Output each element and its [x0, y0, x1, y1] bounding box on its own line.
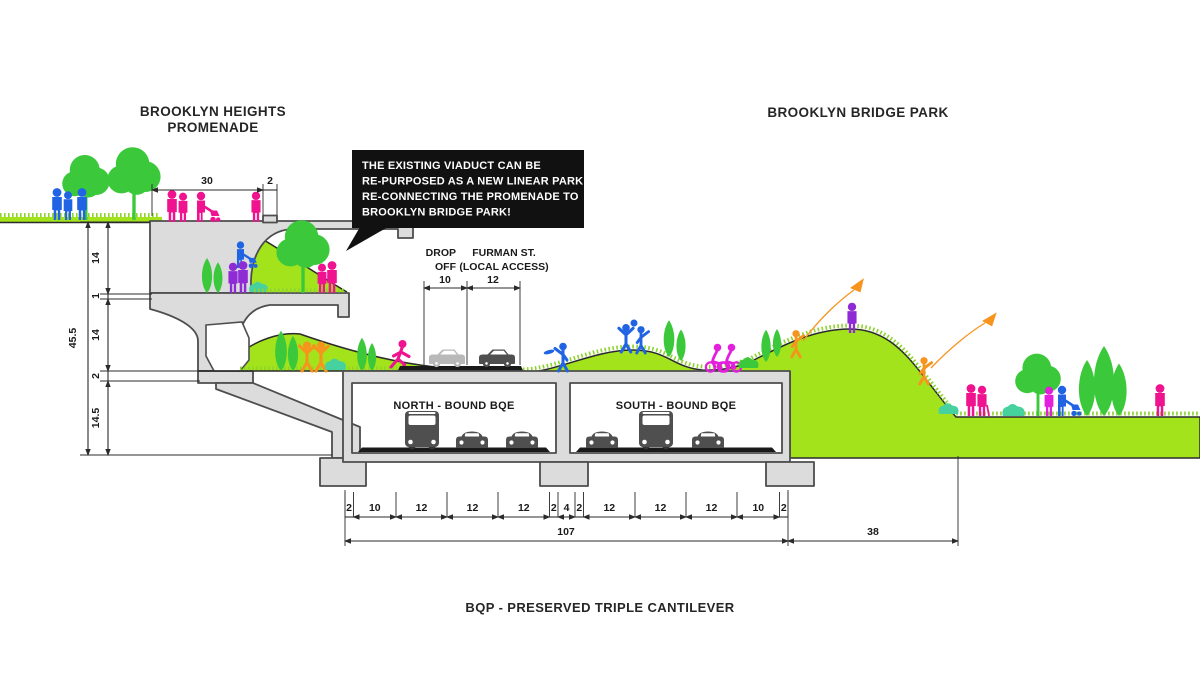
- furman-street: [397, 281, 524, 373]
- park-figures: [543, 278, 1165, 418]
- center-footing: [539, 461, 589, 487]
- promenade-figures: [167, 190, 346, 295]
- tree-icon: [1013, 352, 1063, 418]
- dim-lane: 10: [369, 502, 381, 514]
- speech-bubble: THE EXISTING VIADUCT CAN BE RE-PURPOSED …: [346, 150, 587, 251]
- dim-lane: 4: [564, 502, 570, 514]
- ball-icon: [630, 319, 638, 327]
- car-icon: [456, 431, 488, 448]
- car-icon: [429, 349, 465, 368]
- bubble-line-1: THE EXISTING VIADUCT CAN BE: [362, 160, 541, 172]
- bubble-line-2: RE-PURPOSED AS A NEW LINEAR PARK,: [362, 176, 587, 188]
- furman-label-1: FURMAN ST.: [472, 247, 536, 259]
- dim-promenade-edge: 2: [267, 175, 273, 187]
- dim-lane: 2: [781, 502, 787, 514]
- south-tunnel-label: SOUTH - BOUND BQE: [616, 400, 737, 412]
- stem-leg: [215, 382, 361, 459]
- car-icon: [586, 431, 618, 448]
- drop-off-label-1: DROP: [426, 247, 456, 259]
- dim-lane: 2: [551, 502, 557, 514]
- lower-slab: [197, 370, 254, 384]
- dim-v-seg: 1: [90, 293, 102, 299]
- bush-icon: [1002, 404, 1025, 416]
- speech-bubble-tail: [346, 227, 388, 251]
- car-icon: [692, 431, 724, 448]
- bubble-line-3: RE-CONNECTING THE PROMENADE TO: [362, 191, 579, 203]
- stem-opening: [205, 321, 250, 372]
- stroller-person-icon: [195, 190, 222, 224]
- person-icon: [178, 192, 188, 222]
- tunnel-road: [358, 447, 550, 452]
- dim-v-seg: 2: [90, 373, 102, 379]
- tunnel-road: [576, 447, 776, 452]
- dim-park: 38: [867, 526, 879, 538]
- frisbee-icon: [543, 349, 555, 355]
- dim-lane: 12: [467, 502, 479, 514]
- bus-icon: [405, 411, 439, 450]
- kite-string: [930, 322, 986, 369]
- right-footing: [765, 461, 815, 487]
- dim-lane: 12: [706, 502, 718, 514]
- ball-player-icon: [635, 324, 651, 355]
- kite-string: [802, 289, 855, 342]
- drop-off-label-2: OFF: [435, 261, 457, 273]
- dim-v-seg: 14.5: [90, 408, 102, 429]
- dim-v-seg: 14: [90, 252, 102, 264]
- car-icon: [506, 431, 538, 448]
- tree-icon: [1093, 346, 1115, 416]
- tree-icon: [676, 329, 686, 361]
- dim-lane: 2: [346, 502, 352, 514]
- dim-lane: 12: [518, 502, 530, 514]
- bubble-line-4: BROOKLYN BRIDGE PARK!: [362, 207, 511, 219]
- person-icon: [167, 190, 177, 222]
- person-icon: [251, 191, 261, 222]
- person-icon: [966, 384, 976, 416]
- tree-icon: [105, 145, 163, 222]
- car-icon: [479, 349, 515, 368]
- diagram-caption: BQP - PRESERVED TRIPLE CANTILEVER: [465, 600, 734, 615]
- dim-v-seg: 14: [90, 329, 102, 341]
- dim-furman: 12: [487, 274, 499, 286]
- dim-lane: 10: [752, 502, 764, 514]
- bus-icon: [639, 411, 673, 450]
- tree-icon: [1078, 359, 1096, 416]
- promenade-curb: [262, 214, 278, 224]
- left-area-title-line2: PROMENADE: [167, 120, 258, 135]
- street-level-strip: [0, 145, 163, 224]
- furman-label-2: (LOCAL ACCESS): [459, 261, 548, 273]
- person-icon: [977, 385, 987, 416]
- dim-lane: 12: [655, 502, 667, 514]
- dim-lane: 12: [603, 502, 615, 514]
- cane-icon: [986, 404, 990, 417]
- right-area-title: BROOKLYN BRIDGE PARK: [767, 105, 948, 120]
- dimensions: 30 2 DROP OFF FURMAN ST. (LOCAL ACCESS) …: [67, 175, 960, 546]
- dim-lane: 2: [576, 502, 582, 514]
- bqe-tunnel-box: NORTH - BOUND BQE SOUTH - BOUND BQE: [342, 370, 815, 487]
- person-icon: [1155, 384, 1165, 416]
- dim-drop-off: 10: [439, 274, 451, 286]
- north-tunnel-label: NORTH - BOUND BQE: [393, 400, 514, 412]
- dim-vertical-total: 45.5: [67, 328, 79, 349]
- dim-promenade-width: 30: [201, 175, 213, 187]
- dim-lane: 12: [416, 502, 428, 514]
- speech-bubble-box: [352, 150, 584, 228]
- kite-icon: [980, 312, 999, 328]
- left-area-title-line1: BROOKLYN HEIGHTS: [140, 104, 286, 119]
- tree-icon: [1111, 363, 1127, 416]
- dim-total: 107: [557, 526, 575, 538]
